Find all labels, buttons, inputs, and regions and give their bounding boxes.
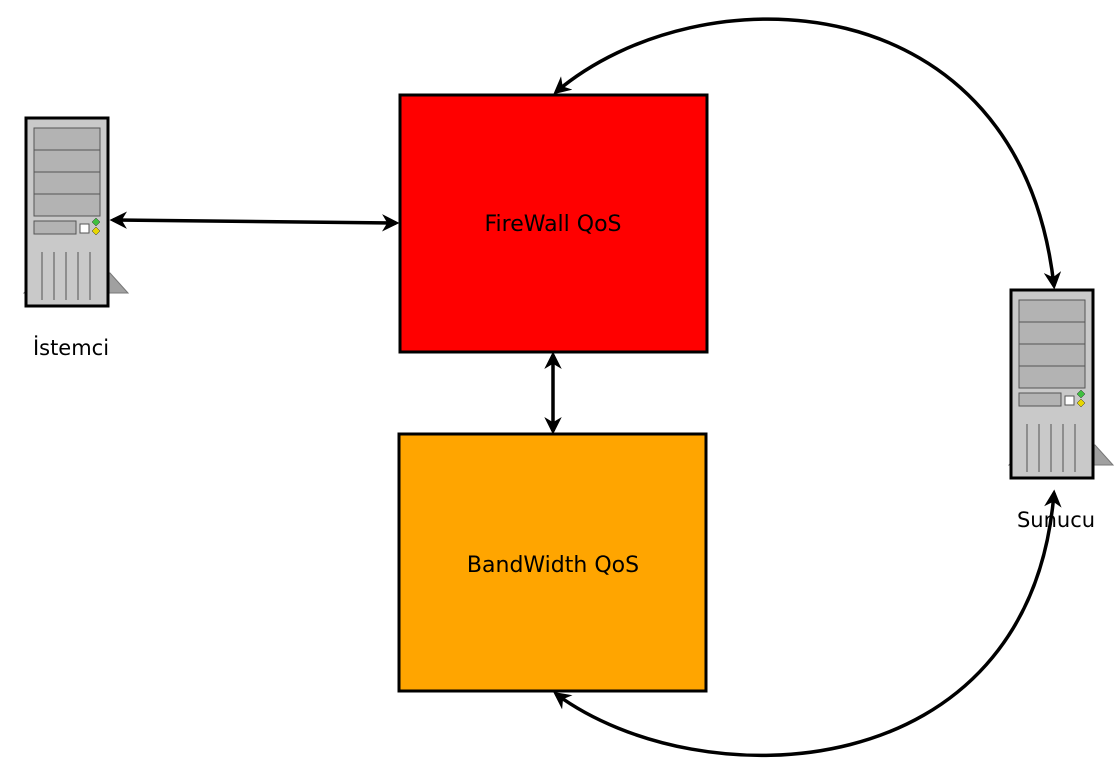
client-firewall-arrow bbox=[109, 211, 400, 232]
firewall-qos-box: FireWall QoS bbox=[398, 93, 709, 354]
server-label: Sunucu bbox=[1017, 508, 1095, 532]
bandwidth-qos-box: BandWidth QoS bbox=[397, 432, 708, 693]
server-bandwidth-arc-arrow bbox=[553, 489, 1062, 758]
firewall-server-arc-arrow bbox=[553, 17, 1062, 290]
bandwidth-qos-label: BandWidth QoS bbox=[467, 553, 639, 578]
client-label: İstemci bbox=[33, 335, 109, 360]
server-node: Sunucu bbox=[1007, 288, 1115, 532]
server-tower-icon bbox=[1007, 288, 1115, 480]
server-tower-icon bbox=[22, 116, 130, 308]
client-node: İstemci bbox=[22, 116, 130, 360]
firewall-qos-label: FireWall QoS bbox=[484, 212, 621, 237]
